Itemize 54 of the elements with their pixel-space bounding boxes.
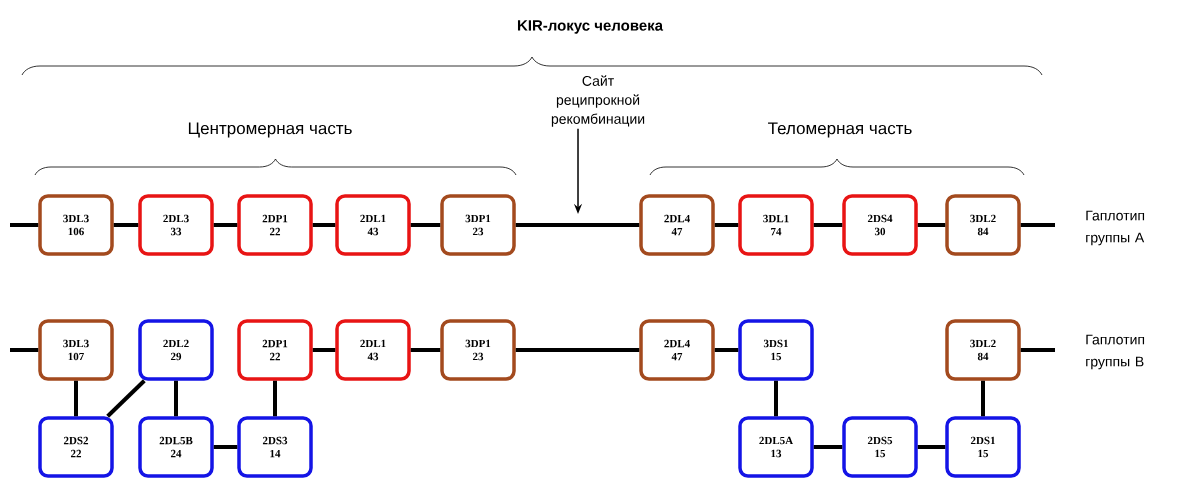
connector-line bbox=[273, 380, 277, 417]
gene-box: 2DL1 43 bbox=[335, 194, 411, 256]
gene-box: 2DS2 22 bbox=[38, 416, 114, 478]
gene-box: 3DL1 74 bbox=[738, 194, 814, 256]
connector-line bbox=[515, 223, 640, 227]
gene-box: 2DL3 33 bbox=[138, 194, 214, 256]
gene-box: 3DL3 107 bbox=[38, 319, 114, 381]
connector-line bbox=[113, 223, 139, 227]
connector-line bbox=[213, 223, 238, 227]
connector-line bbox=[515, 348, 640, 352]
connector-line bbox=[213, 445, 238, 449]
gene-box: 3DL2 84 bbox=[945, 194, 1021, 256]
gene-box: 2DS3 14 bbox=[237, 416, 313, 478]
gene-box: 2DS4 30 bbox=[842, 194, 918, 256]
connector-line bbox=[74, 380, 78, 417]
haplotype-label: Гаплотип группы В bbox=[1086, 334, 1145, 370]
connector-line bbox=[312, 223, 336, 227]
gene-box: 3DS1 15 bbox=[738, 319, 814, 381]
connector-line bbox=[106, 379, 146, 418]
section-label: Центромерная часть bbox=[188, 122, 352, 138]
connector-line bbox=[174, 380, 178, 417]
gene-box: 3DL2 84 bbox=[945, 319, 1021, 381]
title: KIR-локус человека bbox=[518, 20, 664, 34]
connector-line bbox=[1020, 223, 1055, 227]
connector-line bbox=[714, 348, 739, 352]
connector-line bbox=[774, 380, 778, 417]
connector-line bbox=[981, 380, 985, 417]
gene-box: 3DL3 106 bbox=[38, 194, 114, 256]
gene-box: 2DP1 22 bbox=[237, 319, 313, 381]
connector-line bbox=[813, 223, 843, 227]
connector-line bbox=[917, 445, 946, 449]
gene-box: 2DL4 47 bbox=[639, 194, 715, 256]
connector-line bbox=[10, 223, 39, 227]
connector-line bbox=[917, 223, 946, 227]
gene-box: 2DL5B 24 bbox=[138, 416, 214, 478]
connector-line bbox=[410, 223, 441, 227]
gene-box: 2DL4 47 bbox=[639, 319, 715, 381]
gene-box: 2DL2 29 bbox=[138, 319, 214, 381]
gene-box: 3DP1 23 bbox=[440, 194, 516, 256]
gene-box: 3DP1 23 bbox=[440, 319, 516, 381]
gene-box: 2DP1 22 bbox=[237, 194, 313, 256]
connector-line bbox=[312, 348, 336, 352]
section-label: Теломерная часть bbox=[768, 122, 912, 138]
connector-line bbox=[10, 348, 39, 352]
haplotype-label: Гаплотип группы А bbox=[1086, 210, 1145, 246]
connector-line bbox=[410, 348, 441, 352]
connector-line bbox=[1020, 348, 1055, 352]
connector-line bbox=[714, 223, 739, 227]
gene-box: 2DS5 15 bbox=[842, 416, 918, 478]
gene-box: 2DS1 15 bbox=[945, 416, 1021, 478]
annotation-text: Сайт реципрокной рекомбинации bbox=[551, 75, 645, 127]
gene-box: 2DL5A 13 bbox=[738, 416, 814, 478]
connector-line bbox=[813, 445, 843, 449]
gene-box: 2DL1 43 bbox=[335, 319, 411, 381]
